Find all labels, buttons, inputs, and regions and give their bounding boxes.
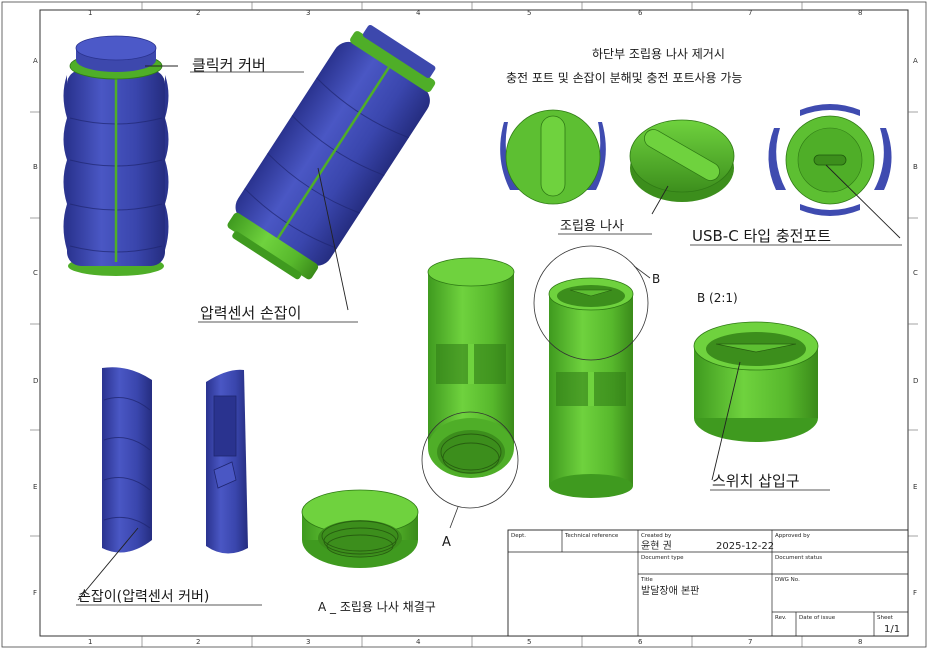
zone-col-4-bottom: 4 xyxy=(416,638,421,646)
tb-title: 발달장애 본판 xyxy=(641,585,699,597)
tb-doc-type-caption: Document type xyxy=(641,555,684,561)
tb-dept-caption: Dept. xyxy=(511,533,526,539)
zone-col-2-bottom: 2 xyxy=(196,638,200,646)
switch-slot-detail-view xyxy=(693,321,819,442)
zone-row-b-right: B xyxy=(913,163,918,171)
zone-col-5-bottom: 5 xyxy=(527,638,531,646)
tb-date-issue-caption: Date of issue xyxy=(799,615,836,621)
tb-created-by: 윤현 권 xyxy=(641,540,672,552)
zone-col-2: 2 xyxy=(196,9,200,17)
callout-grip-cover: 손잡이(압력센서 커버) xyxy=(78,589,209,605)
zone-row-d: D xyxy=(33,377,38,385)
zone-col-5: 5 xyxy=(527,9,531,17)
zone-col-4: 4 xyxy=(416,9,421,17)
tb-sheet: 1/1 xyxy=(884,624,900,635)
zone-col-8-bottom: 8 xyxy=(858,638,862,646)
grip-cover-half-left xyxy=(102,367,152,553)
callout-assembly-screw: 조립용 나사 xyxy=(560,219,624,234)
zone-col-8: 8 xyxy=(858,9,862,17)
grip-assembly-isometric-view xyxy=(227,24,436,280)
detail-a-label: A xyxy=(442,535,451,550)
detail-a-circle xyxy=(421,411,519,509)
callout-click-cover: 클릭커 커버 xyxy=(192,56,266,74)
zone-row-e: E xyxy=(33,483,37,491)
zone-row-c: C xyxy=(33,269,38,277)
zone-col-7-bottom: 7 xyxy=(748,638,752,646)
callout-switch-slot: 스위치 삽입구 xyxy=(712,472,800,490)
tb-sheet-caption: Sheet xyxy=(877,615,894,621)
tb-dwg-no-caption: DWG No. xyxy=(775,577,800,583)
zone-row-f: F xyxy=(33,589,37,597)
tb-date: 2025-12-22 xyxy=(716,541,774,552)
callout-thread-assembly: A _ 조립용 나사 채결구 xyxy=(318,600,436,614)
zone-row-e-right: E xyxy=(913,483,917,491)
zone-row-c-right: C xyxy=(913,269,918,277)
zone-col-1: 1 xyxy=(88,9,92,17)
note-line-1: 하단부 조립용 나사 제거시 xyxy=(592,47,725,61)
zone-col-3-bottom: 3 xyxy=(306,638,310,646)
leader-lines xyxy=(77,65,901,601)
tb-rev-caption: Rev. xyxy=(775,615,787,621)
zone-row-b: B xyxy=(33,163,38,171)
tb-approved-by-caption: Approved by xyxy=(775,533,811,539)
tb-title-caption: Title xyxy=(640,577,653,583)
detail-b-scale-label: B (2:1) xyxy=(697,291,738,305)
detail-b-circle xyxy=(533,245,649,361)
note-line-2: 충전 포트 및 손잡이 분해및 충전 포트사용 가능 xyxy=(506,71,742,85)
grip-assembly-front-view xyxy=(63,35,169,276)
zone-row-a: A xyxy=(33,57,38,65)
zone-row-d-right: D xyxy=(913,377,918,385)
zone-row-a-right: A xyxy=(913,57,918,65)
title-block: Dept. Technical reference Created by 윤현 … xyxy=(507,529,909,637)
threaded-cap-part xyxy=(301,489,419,568)
zone-col-1-bottom: 1 xyxy=(88,638,92,646)
zone-row-f-right: F xyxy=(913,589,917,597)
end-view-slot-cap xyxy=(500,109,606,205)
tb-tech-ref-caption: Technical reference xyxy=(564,533,619,539)
callout-usbc-port: USB-C 타입 충전포트 xyxy=(692,227,831,245)
grip-cover-half-right xyxy=(206,369,248,554)
tb-created-by-caption: Created by xyxy=(641,533,672,539)
zone-col-6-bottom: 6 xyxy=(638,638,643,646)
assembly-screw-part xyxy=(629,119,735,202)
thread-connector-part xyxy=(427,257,515,478)
end-view-usbc-cap xyxy=(768,104,892,216)
tb-doc-status-caption: Document status xyxy=(775,555,822,561)
zone-col-7: 7 xyxy=(748,9,752,17)
zone-col-6: 6 xyxy=(638,9,643,17)
zone-col-3: 3 xyxy=(306,9,310,17)
switch-housing-part xyxy=(548,277,634,498)
callout-pressure-grip: 압력센서 손잡이 xyxy=(200,304,301,322)
detail-b-label: B xyxy=(652,272,660,286)
